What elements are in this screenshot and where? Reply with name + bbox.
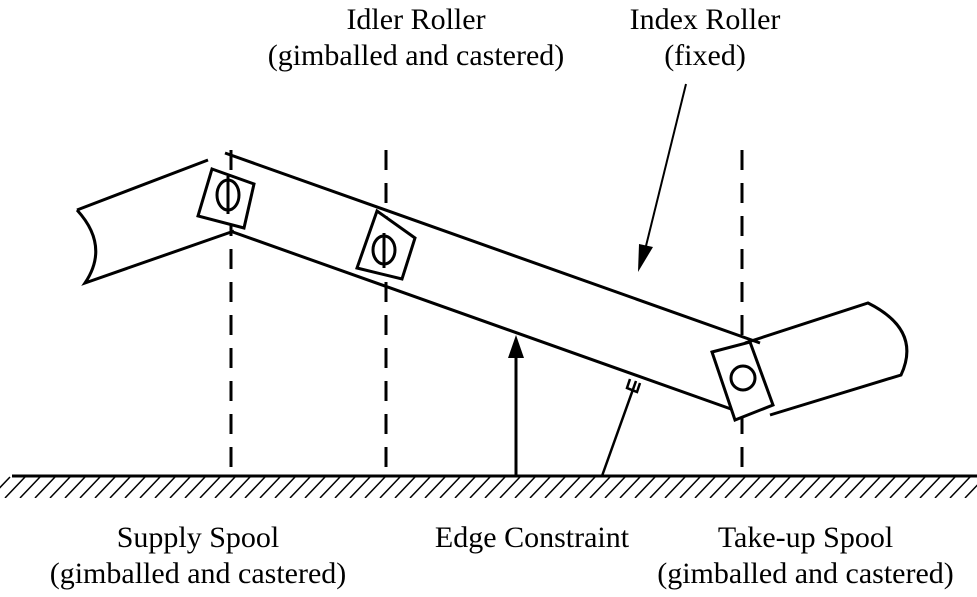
spool-centerlines bbox=[229, 150, 744, 476]
right-angle-marker bbox=[625, 378, 642, 394]
idler-roller-name: Idler Roller bbox=[346, 3, 486, 36]
idler-roller-label: Idler Roller (gimballed and castered) bbox=[246, 2, 586, 74]
idler-roller-detail: (gimballed and castered) bbox=[267, 39, 565, 72]
edge-constraint-label: Edge Constraint bbox=[412, 520, 652, 556]
edge-constraint-name: Edge Constraint bbox=[434, 521, 630, 554]
supply-spool-label: Supply Spool (gimballed and castered) bbox=[28, 520, 368, 592]
supply-spool-roller bbox=[196, 167, 256, 230]
idler-roller bbox=[355, 208, 417, 281]
takeup-spool-name: Take-up Spool bbox=[717, 521, 894, 554]
takeup-spool-detail: (gimballed and castered) bbox=[657, 557, 954, 590]
index-roller-label: Index Roller (fixed) bbox=[610, 2, 800, 74]
pointer-arrow-head-icon bbox=[638, 244, 653, 272]
main-tape-span bbox=[224, 151, 761, 411]
right-tape-segment bbox=[744, 301, 909, 417]
takeup-spool-roller bbox=[710, 340, 775, 422]
takeup-spool-label: Take-up Spool (gimballed and castered) bbox=[634, 520, 977, 592]
index-roller-pointer bbox=[638, 83, 687, 272]
left-tape-segment bbox=[75, 158, 235, 286]
ground-hatching bbox=[0, 476, 977, 498]
reference-edge bbox=[0, 474, 977, 498]
supply-spool-detail: (gimballed and castered) bbox=[49, 557, 347, 590]
takeup-spool-axle-icon bbox=[729, 364, 757, 392]
edge-constraint-arrow bbox=[508, 335, 524, 476]
tape-normal-support bbox=[600, 378, 642, 477]
arrow-head-icon bbox=[508, 335, 524, 358]
index-roller-detail: (fixed) bbox=[664, 39, 746, 72]
supply-spool-name: Supply Spool bbox=[116, 521, 280, 554]
index-roller-name: Index Roller bbox=[629, 3, 781, 36]
